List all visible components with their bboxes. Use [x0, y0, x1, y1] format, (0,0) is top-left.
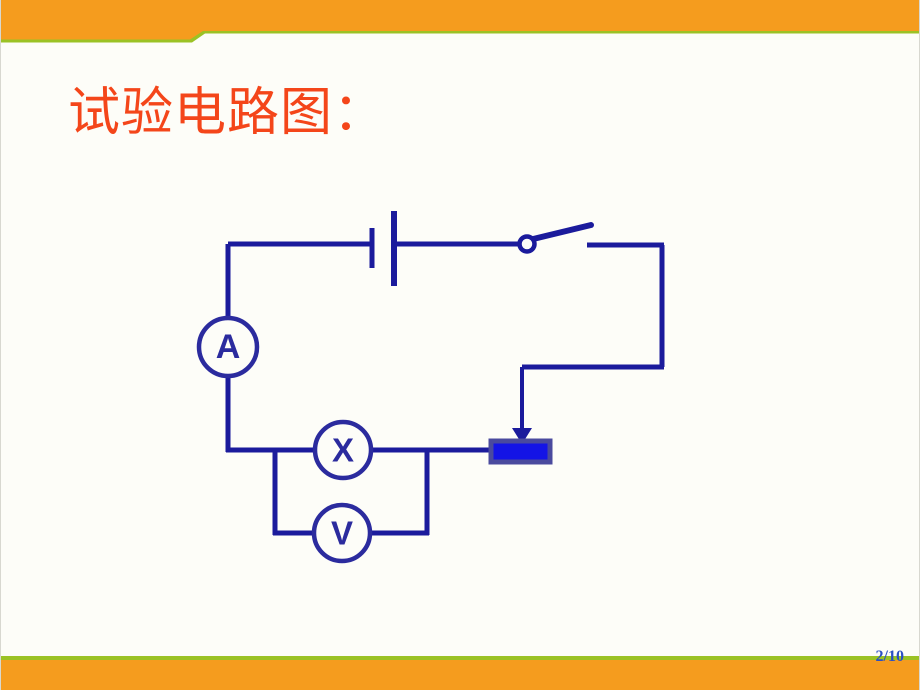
voltmeter-circle: [311, 502, 373, 564]
page-title: 试验电路图：: [68, 85, 387, 142]
switch-blade: [526, 222, 594, 243]
rheostat-body: [488, 438, 553, 465]
bottom-banner-orange-band: [0, 660, 920, 690]
voltmeter-label: V: [331, 515, 353, 552]
resistance-circle: [312, 419, 374, 481]
top-banner-orange-band: [0, 0, 920, 40]
switch-symbol: [517, 222, 594, 254]
switch-pivot: [517, 234, 537, 254]
resistance-label: X: [332, 432, 354, 469]
unknown-resistance-symbol: X: [312, 419, 374, 481]
top-banner: [0, 0, 920, 46]
ammeter-circle: [196, 315, 260, 379]
ammeter-label: A: [216, 328, 241, 366]
rheostat-symbol: [488, 438, 553, 465]
page-number: 2/10: [875, 648, 904, 665]
bottom-banner: [0, 656, 920, 690]
ammeter-symbol: A: [196, 315, 260, 379]
rheostat-slider-arrow: [512, 367, 532, 444]
slide-edge-left: [0, 0, 1, 690]
slider-arrowhead: [512, 428, 532, 444]
voltmeter-symbol: V: [311, 502, 373, 564]
battery-symbol: [369, 211, 397, 286]
bottom-banner-green-accent: [0, 656, 920, 662]
